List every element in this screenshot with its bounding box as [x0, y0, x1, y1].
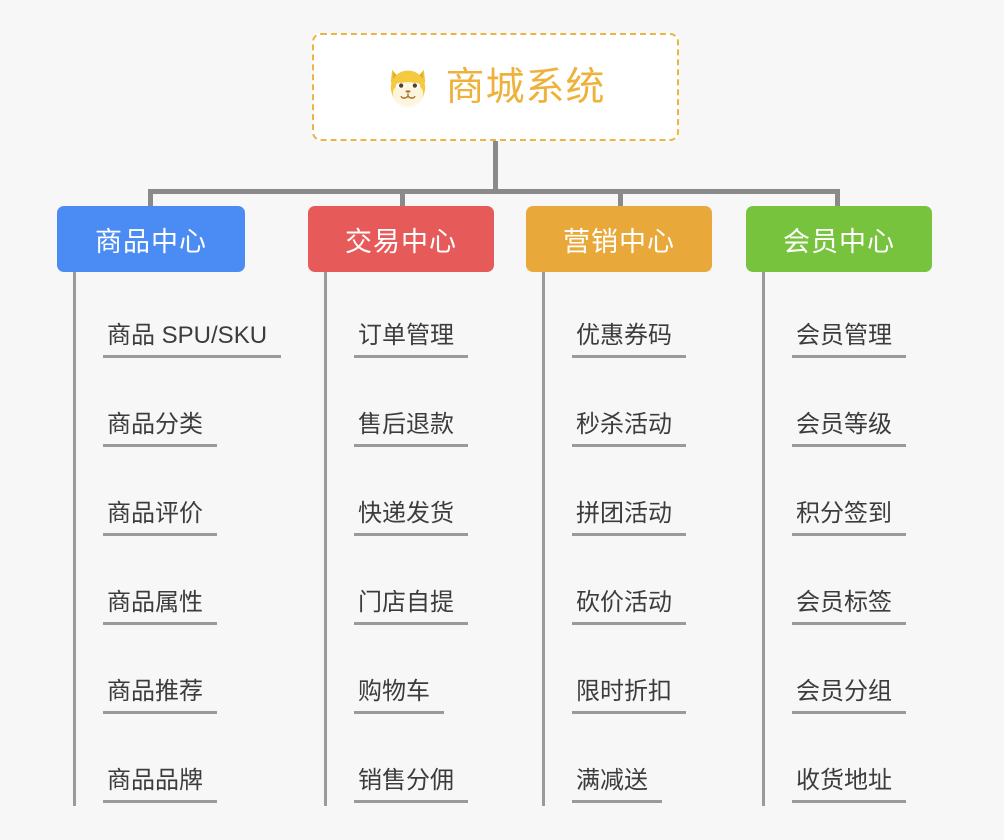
leaf-item[interactable]: 门店自提 — [324, 539, 468, 628]
leaf-item-label: 收货地址 — [792, 767, 906, 803]
shiba-dog-face-icon — [391, 69, 426, 108]
leaf-item[interactable]: 优惠券码 — [542, 272, 686, 361]
leaf-item-label: 商品推荐 — [103, 678, 217, 714]
leaf-item[interactable]: 会员等级 — [762, 361, 906, 450]
leaf-item-label: 快递发货 — [354, 500, 468, 536]
leaf-item-label: 积分签到 — [792, 500, 906, 536]
leaf-item[interactable]: 秒杀活动 — [542, 361, 686, 450]
leaf-item-label: 商品评价 — [103, 500, 217, 536]
leaf-item-label: 购物车 — [354, 678, 444, 714]
leaf-item[interactable]: 商品分类 — [73, 361, 281, 450]
leaf-column-2: 订单管理售后退款快递发货门店自提购物车销售分佣 — [324, 272, 468, 806]
category-box-3[interactable]: 营销中心 — [526, 206, 712, 272]
leaf-item-label: 限时折扣 — [572, 678, 686, 714]
leaf-item[interactable]: 销售分佣 — [324, 717, 468, 806]
leaf-item[interactable]: 会员分组 — [762, 628, 906, 717]
root-title: 商城系统 — [445, 65, 606, 109]
leaf-item-label: 订单管理 — [354, 322, 468, 358]
connector-drop-2 — [400, 189, 405, 208]
leaf-column-3: 优惠券码秒杀活动拼团活动砍价活动限时折扣满减送 — [542, 272, 686, 806]
leaf-item-label: 秒杀活动 — [572, 411, 686, 447]
connector-horizontal-bus — [148, 189, 840, 194]
leaf-item-label: 会员标签 — [792, 589, 906, 625]
leaf-column-1: 商品 SPU/SKU 商品分类商品评价商品属性商品推荐商品品牌 — [73, 272, 282, 806]
leaf-item[interactable]: 商品 SPU/SKU — [73, 272, 282, 361]
leaf-item-label: 会员分组 — [792, 678, 906, 714]
branch-spine — [542, 272, 545, 806]
leaf-item-label: 优惠券码 — [572, 322, 686, 358]
leaf-item-label: 商品属性 — [103, 589, 217, 625]
leaf-item[interactable]: 会员标签 — [762, 539, 906, 628]
connector-drop-3 — [618, 189, 623, 208]
leaf-item[interactable]: 商品评价 — [73, 450, 281, 539]
leaf-item[interactable]: 商品属性 — [73, 539, 281, 628]
leaf-item[interactable]: 积分签到 — [762, 450, 906, 539]
leaf-item[interactable]: 会员管理 — [762, 272, 906, 361]
leaf-item[interactable]: 商品品牌 — [73, 717, 281, 806]
leaf-item[interactable]: 购物车 — [324, 628, 468, 717]
leaf-item-label: 会员管理 — [792, 322, 906, 358]
leaf-item[interactable]: 收货地址 — [762, 717, 906, 806]
leaf-item[interactable]: 限时折扣 — [542, 628, 686, 717]
leaf-item-label: 门店自提 — [354, 589, 468, 625]
leaf-item[interactable]: 满减送 — [542, 717, 686, 806]
leaf-item[interactable]: 商品推荐 — [73, 628, 281, 717]
category-label: 营销中心 — [563, 226, 675, 257]
leaf-item[interactable]: 售后退款 — [324, 361, 468, 450]
branch-spine — [324, 272, 327, 806]
leaf-item[interactable]: 砍价活动 — [542, 539, 686, 628]
category-box-4[interactable]: 会员中心 — [746, 206, 932, 272]
connector-root-stem — [493, 141, 498, 192]
leaf-item-label: 拼团活动 — [572, 500, 686, 536]
category-label: 交易中心 — [345, 226, 457, 257]
category-box-1[interactable]: 商品中心 — [57, 206, 245, 272]
leaf-item-label: 销售分佣 — [354, 767, 468, 803]
leaf-item-label: 砍价活动 — [572, 589, 686, 625]
leaf-item-label: 商品 SPU/SKU — [103, 322, 282, 358]
leaf-item[interactable]: 订单管理 — [324, 272, 468, 361]
leaf-item-label: 售后退款 — [354, 411, 468, 447]
connector-drop-4 — [835, 189, 840, 208]
leaf-item[interactable]: 快递发货 — [324, 450, 468, 539]
branch-spine — [73, 272, 76, 806]
category-box-2[interactable]: 交易中心 — [308, 206, 494, 272]
leaf-item-label: 商品品牌 — [103, 767, 217, 803]
leaf-item[interactable]: 拼团活动 — [542, 450, 686, 539]
leaf-item-label: 会员等级 — [792, 411, 906, 447]
category-label: 会员中心 — [783, 226, 895, 257]
branch-spine — [762, 272, 765, 806]
leaf-item-label: 商品分类 — [103, 411, 217, 447]
root-node[interactable]: 商城系统 — [312, 33, 679, 141]
connector-drop-1 — [148, 189, 153, 208]
category-label: 商品中心 — [95, 226, 207, 257]
leaf-column-4: 会员管理会员等级积分签到会员标签会员分组收货地址 — [762, 272, 906, 806]
leaf-item-label: 满减送 — [572, 767, 662, 803]
